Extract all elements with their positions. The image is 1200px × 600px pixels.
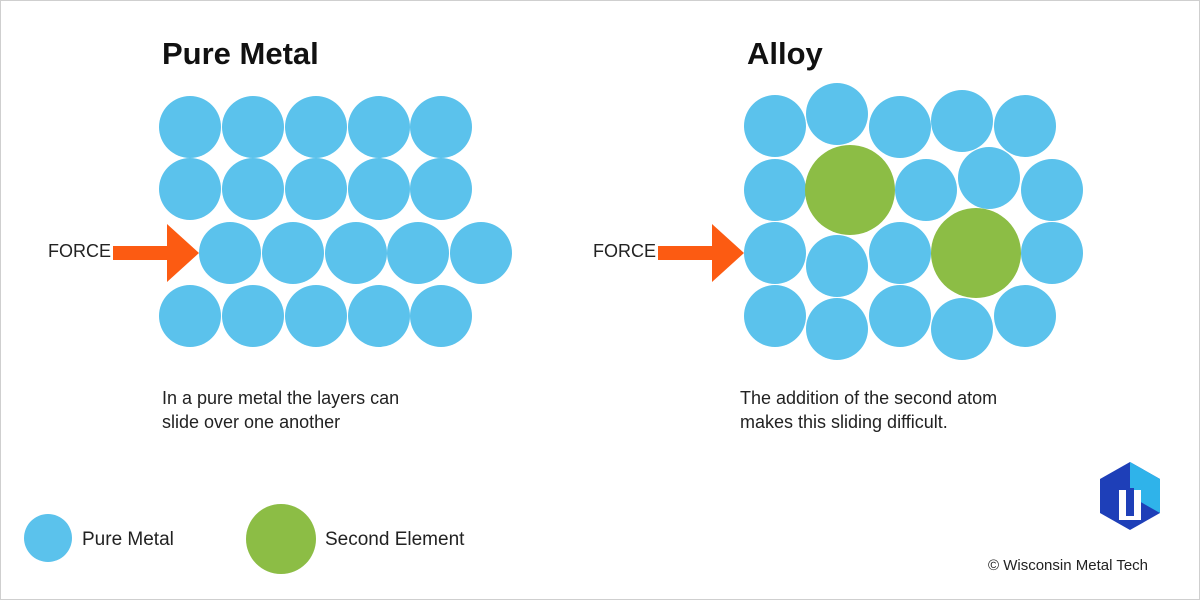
alloy-metal-atom bbox=[895, 159, 957, 221]
pure-atom bbox=[285, 285, 347, 347]
logo-inner-pillar bbox=[1126, 488, 1134, 516]
alloy-metal-atom bbox=[994, 95, 1056, 157]
alloy-metal-atom bbox=[744, 159, 806, 221]
pure-caption-line-2: slide over one another bbox=[162, 412, 341, 432]
alloy-caption-line-1: The addition of the second atom bbox=[740, 388, 998, 408]
legend-pure-metal-swatch bbox=[24, 514, 72, 562]
pure-atom bbox=[159, 96, 221, 158]
alloy-metal-atom bbox=[958, 147, 1020, 209]
alloy-metal-atom bbox=[744, 222, 806, 284]
legend-pure-metal-label: Pure Metal bbox=[82, 529, 174, 550]
pure-atom bbox=[159, 285, 221, 347]
alloy-caption-line-2: makes this sliding difficult. bbox=[740, 412, 948, 432]
alloy-metal-atom bbox=[744, 285, 806, 347]
alloy-title: Alloy bbox=[747, 36, 823, 71]
pure-metal-lattice bbox=[159, 96, 512, 347]
pure-atom bbox=[285, 96, 347, 158]
alloy-caption: The addition of the second atom makes th… bbox=[740, 386, 997, 434]
pure-atom bbox=[222, 96, 284, 158]
alloy-lattice-second-element-atoms bbox=[805, 145, 1021, 298]
pure-atom bbox=[199, 222, 261, 284]
pure-atom bbox=[348, 285, 410, 347]
alloy-lattice-metal-atoms bbox=[744, 83, 1083, 360]
pure-atom bbox=[410, 96, 472, 158]
pure-atom bbox=[410, 285, 472, 347]
pure-atom bbox=[348, 158, 410, 220]
alloy-metal-atom bbox=[869, 285, 931, 347]
copyright-text: © Wisconsin Metal Tech bbox=[988, 557, 1148, 574]
legend-second-element-label: Second Element bbox=[325, 529, 465, 550]
pure-metal-title: Pure Metal bbox=[162, 36, 319, 71]
pure-caption-line-1: In a pure metal the layers can bbox=[162, 388, 400, 408]
pure-atom bbox=[285, 158, 347, 220]
alloy-metal-atom bbox=[869, 96, 931, 158]
alloy-second-element-atom bbox=[805, 145, 895, 235]
alloy-metal-atom bbox=[931, 298, 993, 360]
pure-atom bbox=[222, 285, 284, 347]
alloy-metal-atom bbox=[931, 90, 993, 152]
pure-atom bbox=[348, 96, 410, 158]
pure-atom bbox=[450, 222, 512, 284]
pure-atom bbox=[262, 222, 324, 284]
pure-atom bbox=[387, 222, 449, 284]
alloy-metal-atom bbox=[1021, 159, 1083, 221]
pure-atom bbox=[325, 222, 387, 284]
alloy-metal-atom bbox=[806, 83, 868, 145]
pure-atom bbox=[222, 158, 284, 220]
wisconsin-metal-tech-logo bbox=[1100, 462, 1160, 530]
pure-force-arrow bbox=[113, 224, 199, 282]
alloy-second-element-atom bbox=[931, 208, 1021, 298]
pure-metal-caption: In a pure metal the layers can slide ove… bbox=[162, 386, 399, 434]
alloy-force-label: FORCE bbox=[593, 241, 656, 261]
alloy-metal-atom bbox=[869, 222, 931, 284]
pure-atom bbox=[159, 158, 221, 220]
alloy-metal-atom bbox=[1021, 222, 1083, 284]
alloy-force-arrow bbox=[658, 224, 744, 282]
alloy-metal-atom bbox=[806, 298, 868, 360]
alloy-metal-atom bbox=[806, 235, 868, 297]
pure-atom bbox=[410, 158, 472, 220]
alloy-metal-atom bbox=[744, 95, 806, 157]
legend-second-element-swatch bbox=[246, 504, 316, 574]
pure-force-label: FORCE bbox=[48, 241, 111, 261]
alloy-metal-atom bbox=[994, 285, 1056, 347]
